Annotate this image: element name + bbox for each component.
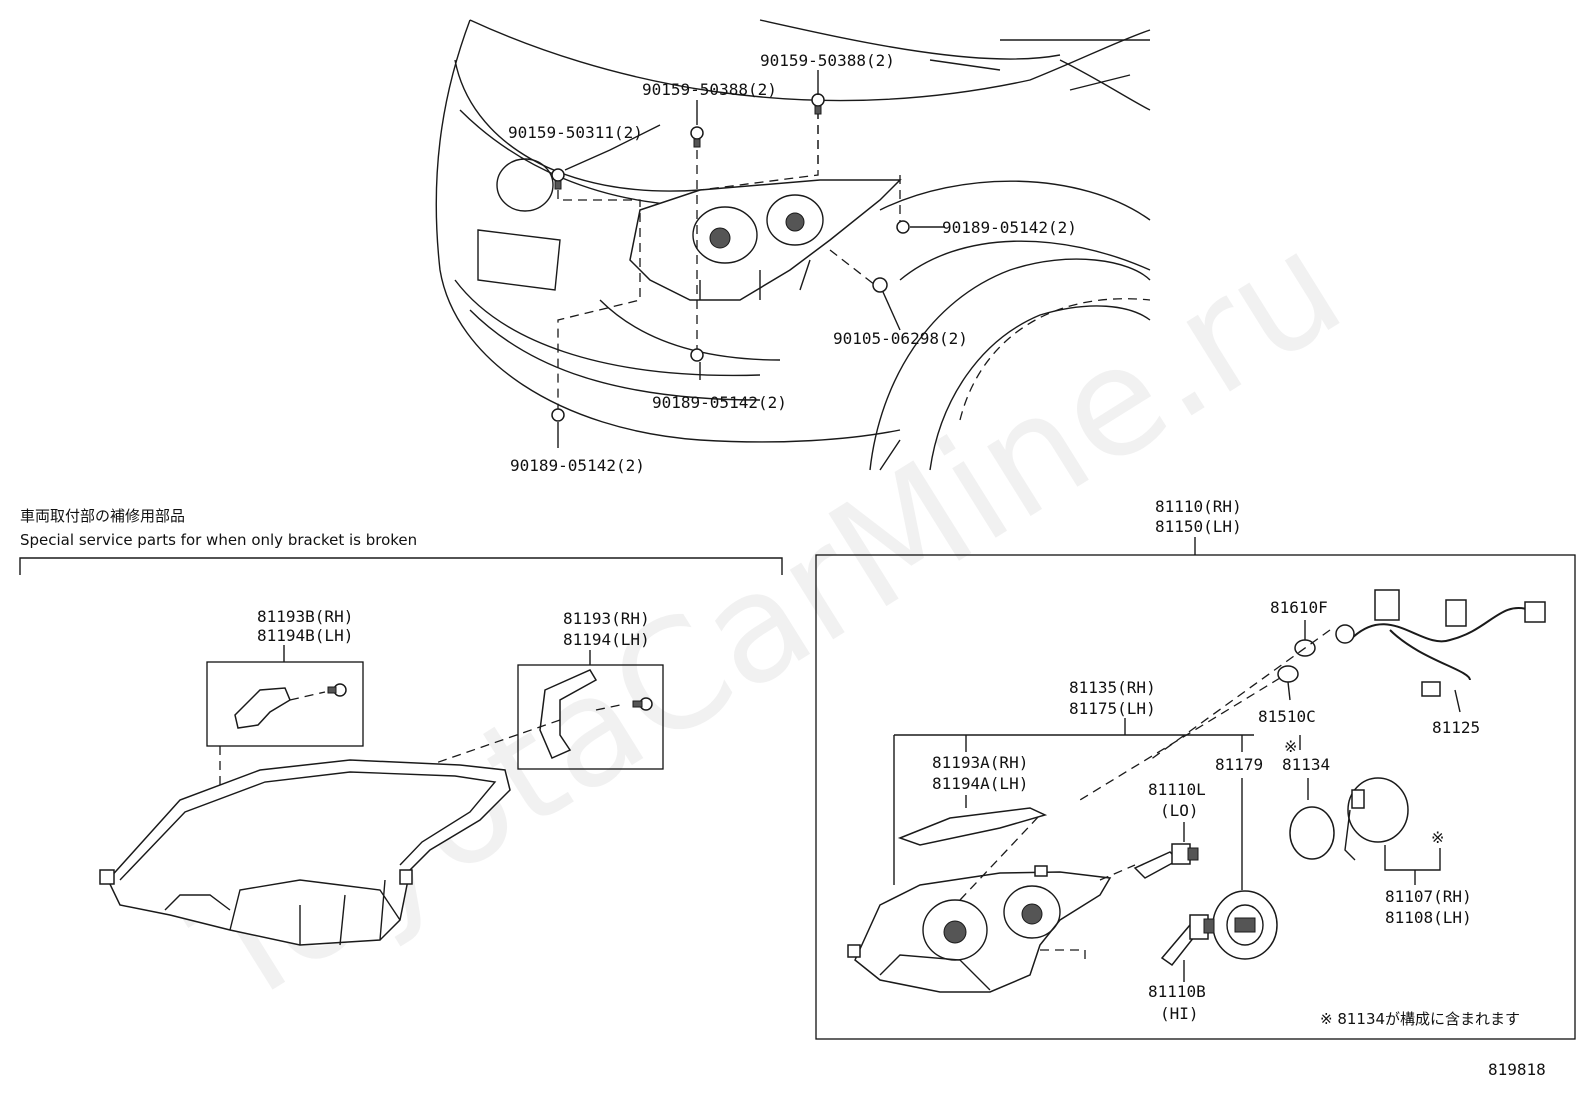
label-bulb-lo-num: 81110L xyxy=(1148,780,1206,799)
computer-part xyxy=(1344,777,1409,861)
label-bulb-hi-num: 81110B xyxy=(1148,982,1206,1001)
mark-computer: ※ xyxy=(1431,828,1444,847)
label-bulb-hi-note: (HI) xyxy=(1160,1004,1199,1023)
bolt-icon xyxy=(690,126,704,148)
label-bracket-b-rh: 81193B(RH) xyxy=(257,607,353,626)
bolt-icon xyxy=(551,168,565,190)
english-title: Special service parts for when only brac… xyxy=(20,531,417,549)
fastener-leader-lines xyxy=(557,110,901,412)
bracket-link xyxy=(429,719,561,766)
service-parts-bracket-line xyxy=(19,557,783,575)
label-wire-81125: 81125 xyxy=(1432,718,1480,737)
headlamp-unit-drawing xyxy=(847,865,1112,993)
label-cover-81179: 81179 xyxy=(1215,755,1263,774)
assembly-title-lh: 81150(LH) xyxy=(1155,517,1242,536)
bracket-part xyxy=(539,669,653,759)
label-unit-lh: 81175(LH) xyxy=(1069,699,1156,718)
callout-bolt-upper-right: 90159-50388(2) xyxy=(760,51,895,70)
socket-parts xyxy=(1277,639,1316,683)
mark-81134: ※ xyxy=(1284,737,1297,756)
callout-leaders xyxy=(557,59,1001,448)
callout-clip-right: 90189-05142(2) xyxy=(942,218,1077,237)
assembly-title-rh: 81110(RH) xyxy=(1155,497,1242,516)
headlamp-housing-drawing xyxy=(99,759,511,946)
diagram-id: 819818 xyxy=(1488,1060,1546,1079)
fastener-icons xyxy=(551,93,910,422)
label-bracket-a-lh: 81194A(LH) xyxy=(932,774,1028,793)
callout-bolt-upper-left: 90159-50311(2) xyxy=(508,123,643,142)
label-socket-81510C: 81510C xyxy=(1258,707,1316,726)
label-computer-lh: 81108(LH) xyxy=(1385,908,1472,927)
screw-icon xyxy=(872,277,888,293)
bracket-b-box xyxy=(206,661,364,747)
callout-screw-right: 90105-06298(2) xyxy=(833,329,968,348)
label-ring-81134: 81134 xyxy=(1282,755,1330,774)
label-unit-rh: 81135(RH) xyxy=(1069,678,1156,697)
wire-harness-drawing xyxy=(1335,589,1546,697)
clip-icon xyxy=(896,220,910,234)
label-bulb-lo-note: (LO) xyxy=(1160,801,1199,820)
ring-81134-part xyxy=(1289,806,1335,860)
clip-icon xyxy=(551,408,565,422)
bulb-lo-part xyxy=(1133,843,1199,879)
cover-81179-part xyxy=(1212,890,1278,960)
assembly-box xyxy=(815,554,1576,1040)
callout-clip-bottom-mid: 90189-05142(2) xyxy=(652,393,787,412)
bracket-b-part xyxy=(234,683,347,729)
clip-icon xyxy=(690,348,704,362)
footnote: ※ 81134が構成に含まれます xyxy=(1320,1010,1520,1028)
bracket-a-part xyxy=(897,807,1048,846)
japanese-title: 車両取付部の補修用部品 xyxy=(20,507,185,525)
label-bracket-a-rh: 81193A(RH) xyxy=(932,753,1028,772)
label-bracket-lh: 81194(LH) xyxy=(563,630,650,649)
bolt-icon xyxy=(811,93,825,115)
label-bracket-rh: 81193(RH) xyxy=(563,609,650,628)
label-bracket-b-lh: 81194B(LH) xyxy=(257,626,353,645)
label-socket-81610F: 81610F xyxy=(1270,598,1328,617)
label-computer-rh: 81107(RH) xyxy=(1385,887,1472,906)
callout-clip-bottom-left: 90189-05142(2) xyxy=(510,456,645,475)
bulb-hi-part xyxy=(1160,914,1215,967)
callout-bolt-upper-mid: 90159-50388(2) xyxy=(642,80,777,99)
